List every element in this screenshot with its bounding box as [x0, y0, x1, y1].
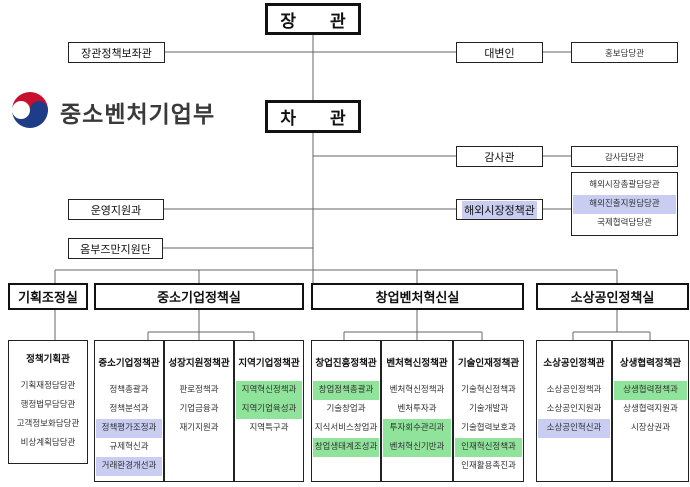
dept-column: 정책기획관 기획재정담당관 행정법무담당관 고객정보화담당관 비상계획담당관: [8, 340, 88, 464]
dept-item: 벤처혁신정책과: [389, 385, 445, 395]
pr-officer-box: 홍보담당관: [571, 42, 678, 63]
dept-item: 지역혁신정책과: [236, 381, 302, 400]
dept-item: 소상공인혁신과: [538, 419, 610, 438]
dept-item: 상생협력지원과: [623, 404, 678, 414]
dept-item: 벤처혁신기반과: [383, 438, 451, 457]
dept-head: 성장지원정책관: [168, 358, 230, 369]
dept-item: 규제혁신과: [109, 442, 149, 452]
dept-item: 정책분석과: [109, 404, 149, 414]
dept-item: 거래환경개선과: [96, 457, 162, 476]
dept-item: 기술혁신정책과: [461, 385, 516, 395]
dept-column: 기술인재정책관 기술혁신정책과 기술개발과 기술협력보호과 인재혁신정책과 인재…: [453, 340, 524, 482]
dept-item: 기획재정담당관: [20, 381, 76, 391]
dept-head: 기술인재정책관: [457, 358, 520, 369]
dept-column: 지역기업정책관 지역혁신정책과 지역기업육성과 지역특구과: [234, 340, 304, 482]
overseas-market-label: 해외시장정책관: [462, 200, 537, 219]
dept-column: 성장지원정책관 판로정책과 기업금융과 재기지원과: [164, 340, 234, 482]
ombudsman-box: 옴부즈만지원단: [68, 238, 163, 259]
dept-item: 창업생태계조성과: [313, 438, 379, 457]
division-small-business: 소상공인정책실: [536, 283, 689, 310]
dept-item: 지역특구과: [249, 423, 289, 433]
dept-column: 상생협력정책관 상생협력정책과 상생협력지원과 시장상권과: [612, 340, 689, 482]
dept-item: 고객정보화담당관: [16, 419, 80, 429]
dept-item: 기술개발과: [468, 404, 509, 414]
dept-item: 지식서비스창업과: [314, 423, 378, 433]
dept-head: 지역기업정책관: [238, 358, 300, 369]
overseas-unit-item: 국제협력담당관: [597, 218, 652, 228]
minister-box: 장 관: [265, 3, 361, 35]
dept-item: 투자회수관리과: [383, 419, 451, 438]
dept-column: 중소기업정책관 정책총괄과 정책분석과 정책평가조정과 규제혁신과 거래환경개선…: [94, 340, 164, 482]
dept-head: 벤처혁신정책관: [386, 358, 448, 369]
dept-item: 정책평가조정과: [96, 419, 162, 438]
vice-minister-box: 차 관: [265, 100, 361, 133]
dept-item: 정책총괄과: [109, 385, 149, 395]
dept-head: 중소기업정책관: [98, 358, 160, 369]
overseas-market-box: 해외시장정책관: [456, 199, 543, 220]
dept-column: 창업진흥정책관 창업정책총괄과 기술창업과 지식서비스창업과 창업생태계조성과: [311, 340, 381, 482]
dept-item: 기업금융과: [179, 404, 219, 414]
overseas-unit-item: 해외시장총괄담당관: [589, 180, 660, 190]
dept-item: 창업정책총괄과: [313, 381, 379, 400]
division-planning: 기획조정실: [8, 283, 88, 310]
dept-head: 상생협력정책관: [619, 358, 682, 369]
taegeuk-emblem-icon: [12, 92, 48, 128]
dept-item: 인재활용촉진과: [461, 461, 516, 471]
dept-column: 벤처혁신정책관 벤처혁신정책과 벤처투자과 투자회수관리과 벤처혁신기반과: [381, 340, 453, 482]
dept-item: 기술협력보호과: [461, 423, 516, 433]
dept-item: 행정법무담당관: [20, 400, 76, 410]
dept-column: 소상공인정책관 소상공인정책과 소상공인지원과 소상공인혁신과: [536, 340, 612, 482]
dept-item: 소상공인정책과: [546, 385, 602, 395]
operations-support-box: 운영지원과: [68, 199, 164, 220]
spokesperson-box: 대변인: [456, 42, 543, 63]
dept-item: 비상계획담당관: [20, 438, 76, 448]
overseas-unit-item: 해외진출지원담당관: [573, 195, 676, 214]
dept-head: 정책기획관: [26, 354, 70, 365]
dept-item: 인재혁신정책과: [455, 438, 522, 457]
division-venture: 창업벤처혁신실: [311, 283, 524, 310]
dept-item: 지역기업육성과: [236, 400, 302, 419]
audit-officer-box: 감사담당관: [571, 146, 678, 167]
audit-box: 감사관: [456, 146, 543, 167]
dept-item: 재기지원과: [179, 423, 219, 433]
dept-item: 판로정책과: [179, 385, 219, 395]
dept-head: 창업진흥정책관: [315, 358, 377, 369]
dept-item: 기술창업과: [326, 404, 366, 414]
overseas-units-box: 해외시장총괄담당관 해외진출지원담당관 국제협력담당관: [571, 172, 678, 236]
dept-item: 벤처투자과: [397, 404, 437, 414]
policy-advisor-box: 장관정책보좌관: [68, 42, 165, 63]
dept-item: 소상공인지원과: [546, 404, 602, 414]
dept-head: 소상공인정책관: [543, 358, 605, 369]
ministry-name: 중소벤처기업부: [60, 102, 216, 128]
dept-item: 시장상권과: [630, 423, 671, 433]
division-sme-policy: 중소기업정책실: [94, 283, 304, 310]
dept-item: 상생협력정책과: [614, 381, 687, 400]
ministry-logo: 중소벤처기업부: [6, 88, 215, 136]
